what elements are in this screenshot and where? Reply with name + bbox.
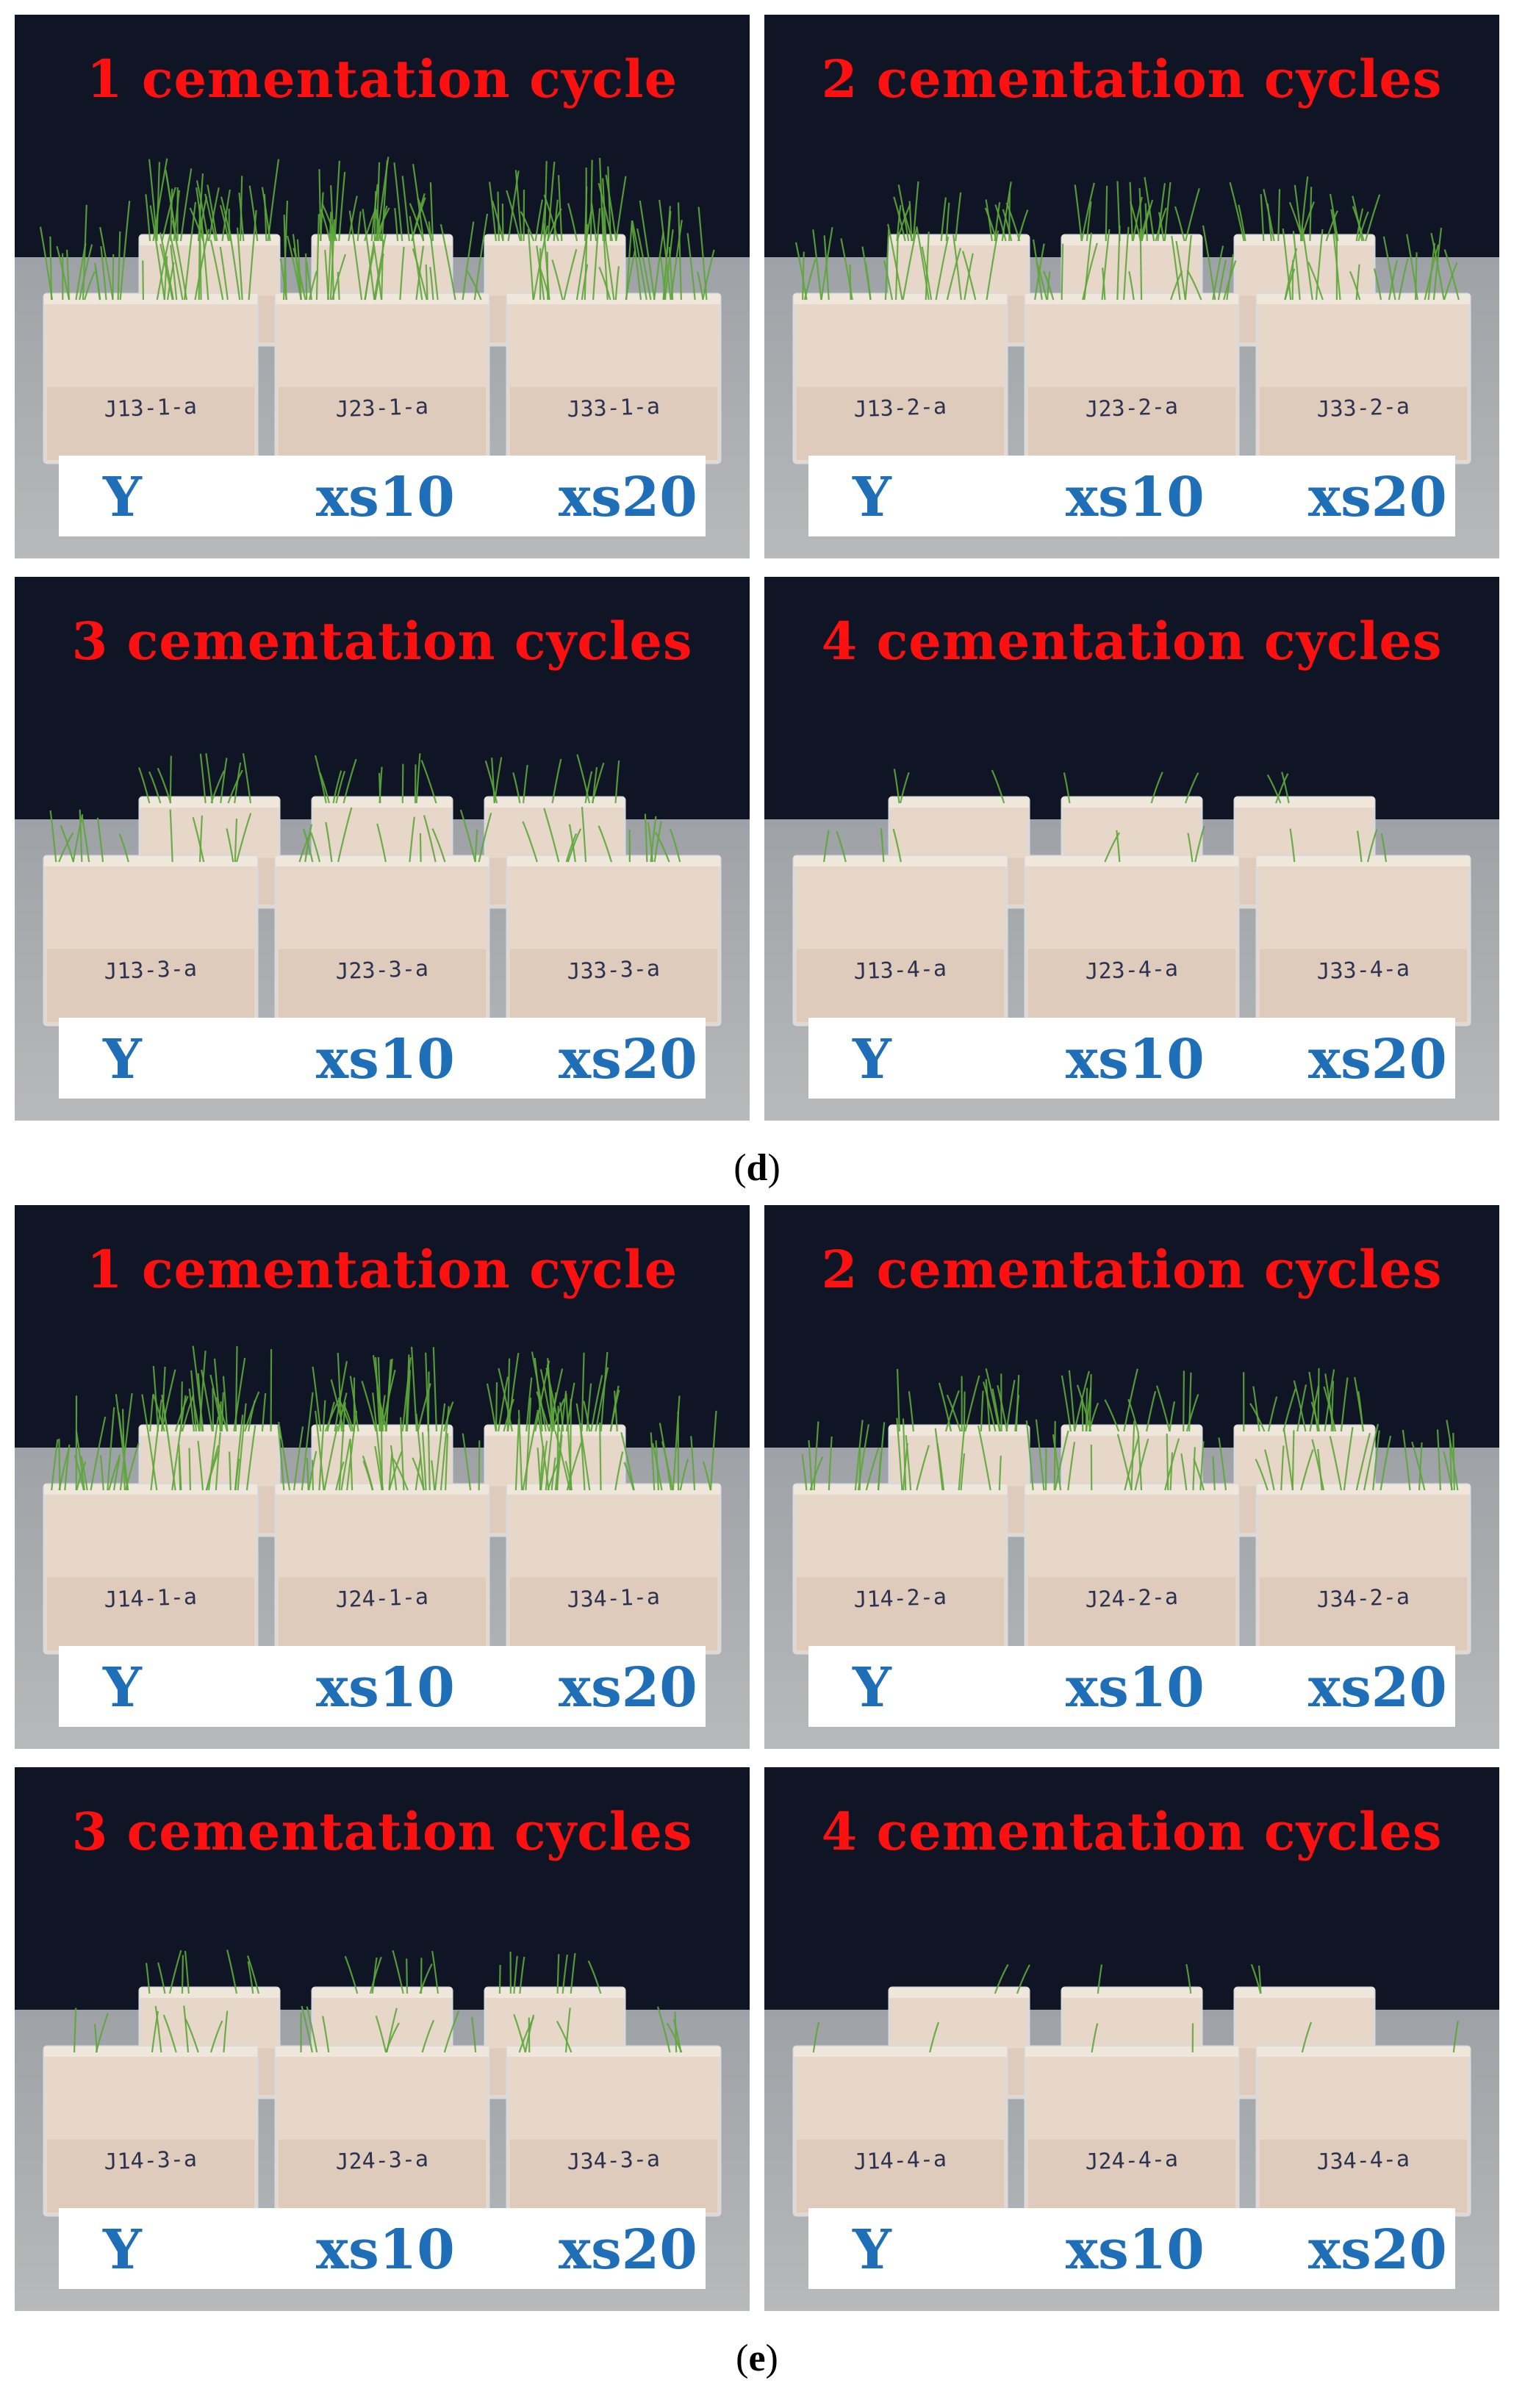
pot-code-label: J13-2-a	[853, 394, 947, 423]
label-xs10: xs10	[316, 1656, 455, 1719]
panel-title: 2 cementation cycles	[821, 1239, 1443, 1300]
photo-panel-d4: J13-4-a J23-4-a J33-4-a 4 cementation cycl…	[764, 577, 1499, 1121]
treatment-label-bar: Y xs10 xs20	[59, 456, 706, 536]
panel-title: 4 cementation cycles	[821, 611, 1443, 672]
label-xs20: xs20	[559, 466, 697, 529]
pot-code-label: J33-2-a	[1316, 394, 1410, 423]
pot-code-label: J33-4-a	[1316, 956, 1410, 985]
pot-code-label: J13-1-a	[104, 394, 198, 423]
pot-code-label: J34-3-a	[567, 2146, 661, 2175]
label-y: Y	[103, 2218, 142, 2282]
pot-code-label: J23-4-a	[1085, 956, 1179, 985]
label-y: Y	[103, 466, 142, 529]
pot-code-label: J14-1-a	[104, 1584, 198, 1613]
label-xs10: xs10	[1066, 1656, 1205, 1719]
pot-code-label: J13-3-a	[104, 956, 198, 985]
pot-code-label: J23-2-a	[1085, 394, 1179, 423]
label-y: Y	[853, 466, 891, 529]
panel-title: 1 cementation cycle	[86, 48, 678, 109]
panel-title: 4 cementation cycles	[821, 1801, 1443, 1862]
label-xs10: xs10	[316, 466, 455, 529]
pot-code-label: J24-1-a	[335, 1584, 429, 1613]
figure-caption-e: (e)	[736, 2337, 778, 2379]
treatment-label-bar: Y xs10 xs20	[808, 1646, 1455, 1727]
pot-code-label: J24-2-a	[1085, 1584, 1179, 1613]
label-xs20: xs20	[1308, 1028, 1447, 1091]
pot-code-label: J14-4-a	[853, 2146, 947, 2175]
photo-panel-d2: J13-2-a J23-2-a J33-2-a 2 cementation cycl…	[764, 15, 1499, 558]
pot-code-label: J14-3-a	[104, 2146, 198, 2175]
label-y: Y	[103, 1656, 142, 1719]
treatment-label-bar: Y xs10 xs20	[808, 2208, 1455, 2289]
pot-code-label: J14-2-a	[853, 1584, 947, 1613]
label-y: Y	[853, 1656, 891, 1719]
figure-group-e: J14-1-a J24-1-a J34-1-a 1 cementation cycl…	[0, 1205, 1514, 2408]
pot-code-label: J34-4-a	[1316, 2146, 1410, 2175]
label-xs20: xs20	[559, 2218, 697, 2282]
panel-title: 3 cementation cycles	[71, 1801, 693, 1862]
label-xs20: xs20	[1308, 466, 1447, 529]
treatment-label-bar: Y xs10 xs20	[59, 2208, 706, 2289]
label-xs10: xs10	[316, 2218, 455, 2282]
label-xs10: xs10	[1066, 1028, 1205, 1091]
label-xs20: xs20	[1308, 1656, 1447, 1719]
panel-title: 2 cementation cycles	[821, 48, 1443, 109]
pot-code-label: J24-4-a	[1085, 2146, 1179, 2175]
label-xs10: xs10	[1066, 2218, 1205, 2282]
label-y: Y	[853, 2218, 891, 2282]
photo-panel-e1: J14-1-a J24-1-a J34-1-a 1 cementation cycl…	[15, 1205, 750, 1749]
treatment-label-bar: Y xs10 xs20	[808, 456, 1455, 536]
label-y: Y	[853, 1028, 891, 1091]
treatment-label-bar: Y xs10 xs20	[59, 1646, 706, 1727]
pot-code-label: J34-1-a	[567, 1584, 661, 1613]
treatment-label-bar: Y xs10 xs20	[808, 1018, 1455, 1099]
pot-code-label: J24-3-a	[335, 2146, 429, 2175]
pot-code-label: J23-3-a	[335, 956, 429, 985]
pot-code-label: J13-4-a	[853, 956, 947, 985]
photo-panel-e2: J14-2-a J24-2-a J34-2-a 2 cementation cycl…	[764, 1205, 1499, 1749]
photo-panel-e3: J14-3-a J24-3-a J34-3-a 3 cementation cycl…	[15, 1767, 750, 2311]
figure-group-d: J13-1-a J23-1-a J33-1-a 1 cementation cycl…	[15, 15, 1499, 1189]
treatment-label-bar: Y xs10 xs20	[59, 1018, 706, 1099]
photo-panel-e4: J14-4-a J24-4-a J34-4-a 4 cementation cycl…	[764, 1767, 1499, 2311]
pot-code-label: J33-1-a	[567, 394, 661, 423]
photo-panel-d3: J13-3-a J23-3-a J33-3-a 3 cementation cycl…	[15, 577, 750, 1121]
panel-title: 1 cementation cycle	[86, 1239, 678, 1300]
label-xs10: xs10	[316, 1028, 455, 1091]
label-xs20: xs20	[559, 1028, 697, 1091]
label-xs20: xs20	[1308, 2218, 1447, 2282]
pots-photo: J13-1-a J23-1-a J33-1-a	[15, 15, 750, 558]
photo-panel-d1: J13-1-a J23-1-a J33-1-a 1 cementation cycl…	[15, 15, 750, 558]
pot-code-label: J33-3-a	[567, 956, 661, 985]
pot-code-label: J34-2-a	[1316, 1584, 1410, 1613]
label-xs20: xs20	[559, 1656, 697, 1719]
pot-code-label: J23-1-a	[335, 394, 429, 423]
label-y: Y	[103, 1028, 142, 1091]
panel-title: 3 cementation cycles	[71, 611, 693, 672]
figure-caption-d: (d)	[733, 1147, 781, 1189]
label-xs10: xs10	[1066, 466, 1205, 529]
